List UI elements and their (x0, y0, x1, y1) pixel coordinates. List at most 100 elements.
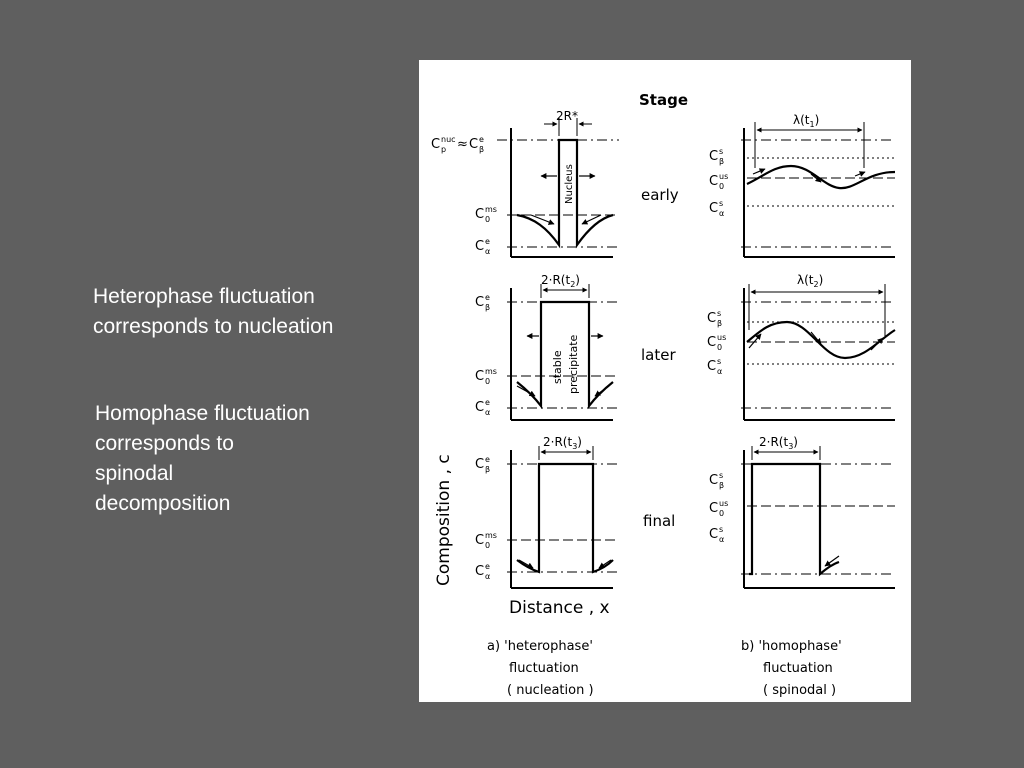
svg-text:C: C (709, 149, 718, 164)
label-c0-us-final: C us 0 (709, 499, 728, 518)
svg-text:0: 0 (717, 343, 722, 352)
label-calpha-s-later: C s α (707, 357, 722, 376)
svg-text:C: C (707, 359, 716, 374)
panel-a-caption: a) 'heterophase' fluctuation ( nucleatio… (487, 639, 594, 698)
label-calpha-e-early: C e α (475, 237, 490, 256)
homophase-caption-line-2: corresponds to (95, 432, 234, 455)
svg-text:C: C (475, 207, 484, 222)
svg-text:s: s (719, 525, 723, 534)
svg-text:C: C (475, 400, 484, 415)
svg-text:α: α (485, 247, 490, 256)
row-later: C e β C ms 0 C e α 2·R(t2) stable precip… (475, 273, 896, 421)
svg-text:ms: ms (485, 205, 497, 214)
width-label-2r-star: 2R* (556, 109, 578, 123)
homophase-caption-line-1: Homophase fluctuation (95, 402, 310, 425)
panel-a-line-1: a) 'heterophase' (487, 639, 593, 654)
svg-text:s: s (719, 471, 723, 480)
svg-text:s: s (719, 147, 723, 156)
svg-text:0: 0 (485, 541, 490, 550)
width-label-2r-t3-left: 2·R(t3) (543, 435, 582, 451)
homophase-caption-line-4: decomposition (95, 492, 231, 515)
heterophase-caption-line-1: Heterophase fluctuation (93, 285, 315, 308)
svg-text:β: β (485, 303, 490, 312)
svg-text:s: s (719, 199, 723, 208)
svg-text:β: β (719, 481, 724, 490)
width-label-2r-t3-right: 2·R(t3) (759, 435, 798, 451)
svg-text:≈: ≈ (457, 137, 468, 152)
label-cbeta-s-final: C s β (709, 471, 724, 490)
svg-text:C: C (709, 527, 718, 542)
svg-text:α: α (485, 408, 490, 417)
label-c0-us-early: C us 0 (709, 172, 728, 191)
y-axis-label: Composition , c (434, 454, 454, 586)
row-early: C nuc p ≈ C e β C ms 0 C e α (431, 109, 896, 258)
svg-text:us: us (717, 333, 726, 342)
svg-text:C: C (469, 137, 478, 152)
stage-final-label: final (643, 512, 675, 530)
svg-text:C: C (475, 369, 484, 384)
svg-text:β: β (719, 157, 724, 166)
stage-later-label: later (641, 346, 676, 364)
panel-b-line-2: fluctuation (763, 661, 833, 676)
stable-label: stable (551, 350, 564, 384)
label-calpha-s-final: C s α (709, 525, 724, 544)
label-calpha-e-final: C e α (475, 562, 490, 581)
label-cbeta-e-final: C e β (475, 455, 490, 474)
svg-text:0: 0 (485, 377, 490, 386)
svg-text:C: C (707, 311, 716, 326)
svg-text:0: 0 (719, 182, 724, 191)
fluctuation-diagram: Stage C nuc p ≈ C e β C ms 0 C e α (419, 60, 911, 702)
svg-text:C: C (709, 501, 718, 516)
svg-text:C: C (475, 533, 484, 548)
svg-text:us: us (719, 172, 728, 181)
label-cbeta-s-later: C s β (707, 309, 722, 328)
heterophase-caption: Heterophase fluctuation corresponds to n… (93, 282, 403, 342)
panel-b-line-3: ( spinodal ) (763, 683, 836, 698)
svg-text:C: C (475, 295, 484, 310)
svg-text:0: 0 (485, 215, 490, 224)
svg-text:C: C (431, 137, 440, 152)
width-label-lambda-t1: λ(t1) (793, 113, 819, 129)
svg-text:e: e (479, 135, 484, 144)
stage-title: Stage (639, 91, 688, 109)
label-cp-nuc-approx-cbeta-e: C nuc p ≈ C e β (431, 135, 484, 154)
svg-text:α: α (717, 367, 722, 376)
width-label-2r-t2-left: 2·R(t2) (541, 273, 580, 289)
stage-early-label: early (641, 186, 679, 204)
panel-a-line-2: fluctuation (509, 661, 579, 676)
svg-text:e: e (485, 237, 490, 246)
svg-text:s: s (717, 309, 721, 318)
heterophase-caption-line-2: corresponds to nucleation (93, 315, 334, 338)
svg-text:C: C (707, 335, 716, 350)
label-calpha-e-later: C e α (475, 398, 490, 417)
label-c0-ms-early: C ms 0 (475, 205, 497, 224)
svg-text:α: α (485, 572, 490, 581)
svg-text:C: C (475, 564, 484, 579)
x-axis-label: Distance , x (509, 598, 610, 618)
svg-text:β: β (485, 465, 490, 474)
panel-a-line-3: ( nucleation ) (507, 683, 594, 698)
svg-text:e: e (485, 293, 490, 302)
svg-text:C: C (475, 457, 484, 472)
label-cbeta-s-early: C s β (709, 147, 724, 166)
width-label-lambda-t2: λ(t2) (797, 273, 823, 289)
label-c0-ms-later: C ms 0 (475, 367, 497, 386)
svg-text:us: us (719, 499, 728, 508)
svg-text:e: e (485, 398, 490, 407)
svg-text:p: p (441, 145, 446, 154)
nucleus-label: Nucleus (564, 164, 575, 204)
svg-text:0: 0 (719, 509, 724, 518)
row-final: C e β C ms 0 C e α 2·R(t3) C s β C (475, 435, 895, 589)
svg-text:e: e (485, 562, 490, 571)
svg-text:s: s (717, 357, 721, 366)
svg-text:ms: ms (485, 531, 497, 540)
svg-text:C: C (709, 473, 718, 488)
panel-b-line-1: b) 'homophase' (741, 639, 842, 654)
svg-text:α: α (719, 209, 724, 218)
svg-text:ms: ms (485, 367, 497, 376)
panel-b-caption: b) 'homophase' fluctuation ( spinodal ) (741, 639, 842, 698)
svg-text:C: C (475, 239, 484, 254)
label-cbeta-e-later: C e β (475, 293, 490, 312)
label-c0-us-later: C us 0 (707, 333, 726, 352)
svg-text:e: e (485, 455, 490, 464)
